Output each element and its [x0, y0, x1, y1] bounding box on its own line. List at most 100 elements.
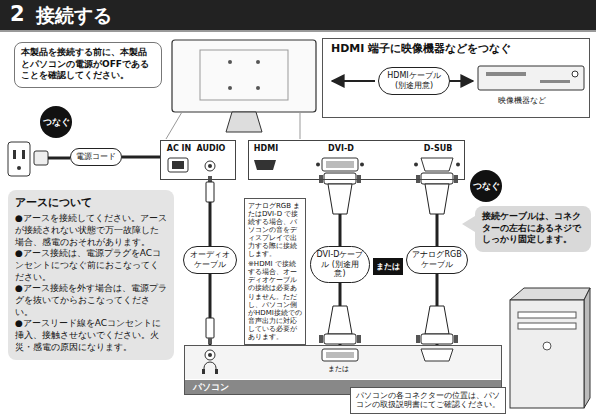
- monitor-back: [300, 112, 301, 139]
- monitor-back: [228, 86, 232, 90]
- monitor-sockets: [414, 163, 418, 167]
- cable-label: 電源コード: [70, 148, 122, 166]
- device-label: 映像機器など: [498, 95, 546, 106]
- connect-badge: つなぐ: [40, 106, 72, 138]
- hdmi-cable-arrow: [449, 80, 473, 82]
- node-text: つなぐ: [473, 180, 500, 193]
- monitor-sockets: [208, 164, 212, 168]
- video-plug: [328, 184, 352, 214]
- monitor-sockets: [172, 161, 184, 169]
- or-badge: または: [373, 258, 403, 275]
- node-text: ●アース接続は、電源プラグをACコンセントにつなぐ前におこなってください。: [15, 248, 167, 283]
- monitor-sockets: [322, 158, 358, 171]
- video-player: [478, 66, 584, 90]
- pc-tower: [518, 312, 576, 318]
- video-plug: [357, 175, 361, 183]
- node-text: DVI-Dケーブル (別途用意): [316, 250, 364, 279]
- node-text: HDMI: [246, 144, 286, 153]
- video-plug: [319, 175, 323, 183]
- monitor-sockets: [360, 163, 364, 167]
- node-text: ●アースリード線をACコンセントに挿入、接触させないでください。火災・感電の原因…: [15, 318, 167, 353]
- monitor-back: [226, 112, 262, 132]
- video-player: [572, 71, 578, 77]
- monitor-back: [172, 40, 316, 112]
- node-text: パソコンの各コネクターの位置は、パソコンの取扱説明書にてご確認ください。: [356, 391, 500, 410]
- audio-plug: [206, 182, 214, 202]
- port-panel: AC INAUDIO: [160, 140, 236, 180]
- node-text: または: [374, 261, 402, 272]
- node-text: つなぐ: [43, 116, 70, 129]
- node-text: ●アースを接続してください。アースが接続されない状態で万一故障した場合、感電のお…: [15, 213, 167, 248]
- pc-tower: [518, 323, 576, 329]
- node-text: 接続ケーブルは、コネクターの左右にあるネジでしっかり固定します。: [482, 211, 584, 246]
- node-text: ●アース接続を外す場合は、電源プラグを抜いてからおこなってください。: [15, 283, 167, 318]
- video-plug: [324, 173, 356, 184]
- node-text: アナログRGB またはDVI-D で接続する場合、パソコンの音をディスプレイで出…: [248, 202, 302, 258]
- node-text: 本製品を接続する前に、本製品とパソコンの電源がOFFであることを確認してください…: [21, 47, 155, 82]
- screw-callout: 接続ケーブルは、コネクターの左右にあるネジでしっかり固定します。: [475, 206, 591, 252]
- cable-label: DVI-Dケーブル (別途用意): [310, 246, 370, 283]
- page-title: 接続する: [36, 3, 112, 29]
- caution-note: 本製品を接続する前に、本製品とパソコンの電源がOFFであることを確認してください…: [14, 42, 162, 88]
- video-plug: [416, 175, 420, 183]
- power-outlet: [13, 150, 16, 159]
- cable-label: アナログRGBケーブル: [406, 246, 468, 274]
- pc-tower: [510, 300, 584, 408]
- power-outlet: [8, 142, 30, 176]
- monitor-sockets: [316, 163, 320, 167]
- hdmi-cable-arrow: [332, 80, 375, 82]
- power-outlet: [22, 150, 25, 159]
- pc-tower: [584, 288, 590, 408]
- video-plug: [319, 335, 323, 343]
- monitor-sockets: [326, 161, 354, 168]
- header-band: [0, 0, 596, 32]
- monitor-back: [228, 60, 232, 64]
- video-plug: [425, 184, 449, 214]
- cable-label: HDMIケーブル (別途用意): [378, 67, 450, 95]
- node-text: 電源コード: [76, 152, 116, 162]
- power-plug: [34, 151, 70, 165]
- video-plug: [421, 173, 453, 184]
- header-band: [0, 0, 596, 30]
- node-text: AUDIO: [193, 144, 229, 153]
- cable-line: [122, 156, 160, 159]
- monitor-sockets: [421, 158, 453, 171]
- step-number: 2: [10, 2, 25, 27]
- node-text: オーディオケーブル: [189, 250, 231, 269]
- callout-pointer: [462, 216, 475, 232]
- node-text: パソコン: [193, 381, 229, 394]
- monitor-sockets: [168, 158, 460, 172]
- node-text: D-SUB: [416, 144, 460, 153]
- video-plug: [421, 334, 453, 344]
- earth-info-box: アースについて ●アースを接続してください。アースが接続されない状態で万一故障した…: [8, 190, 174, 360]
- power-plug: [48, 157, 70, 160]
- node-text: HDMIケーブル (別途用意): [384, 71, 444, 90]
- pc-tower: [510, 288, 590, 408]
- node-text: アースについて: [15, 196, 167, 210]
- cable-label: オーディオケーブル: [183, 246, 237, 274]
- node-text: DVI-D: [319, 144, 363, 153]
- monitor-back: [256, 86, 260, 90]
- power-plug: [34, 151, 48, 165]
- monitor-sockets: [168, 158, 188, 172]
- video-player: [478, 66, 584, 90]
- connect-badge: つなぐ: [470, 170, 502, 202]
- monitor-back: [166, 112, 182, 139]
- port-panel: HDMI DVI-D D-SUB: [248, 140, 465, 180]
- video-player: [540, 80, 570, 83]
- pc-tower: [510, 288, 590, 300]
- video-plug: [454, 335, 458, 343]
- video-player: [486, 72, 526, 76]
- node-text: ※HDMI で接続する場合、オーディオケーブルの接続は必要ありません。ただし、パ…: [248, 260, 302, 340]
- video-plug: [357, 335, 361, 343]
- video-plug: [416, 335, 420, 343]
- audio-note: アナログRGB またはDVI-D で接続する場合、パソコンの音をディスプレイで出…: [244, 198, 306, 345]
- video-plug: [425, 306, 449, 334]
- callout-pointer: [462, 216, 475, 232]
- power-outlet: [17, 166, 21, 170]
- video-plug: [324, 334, 356, 344]
- pc-tower: [543, 342, 551, 350]
- audio-plug: [208, 176, 212, 182]
- monitor-sockets: [205, 161, 215, 171]
